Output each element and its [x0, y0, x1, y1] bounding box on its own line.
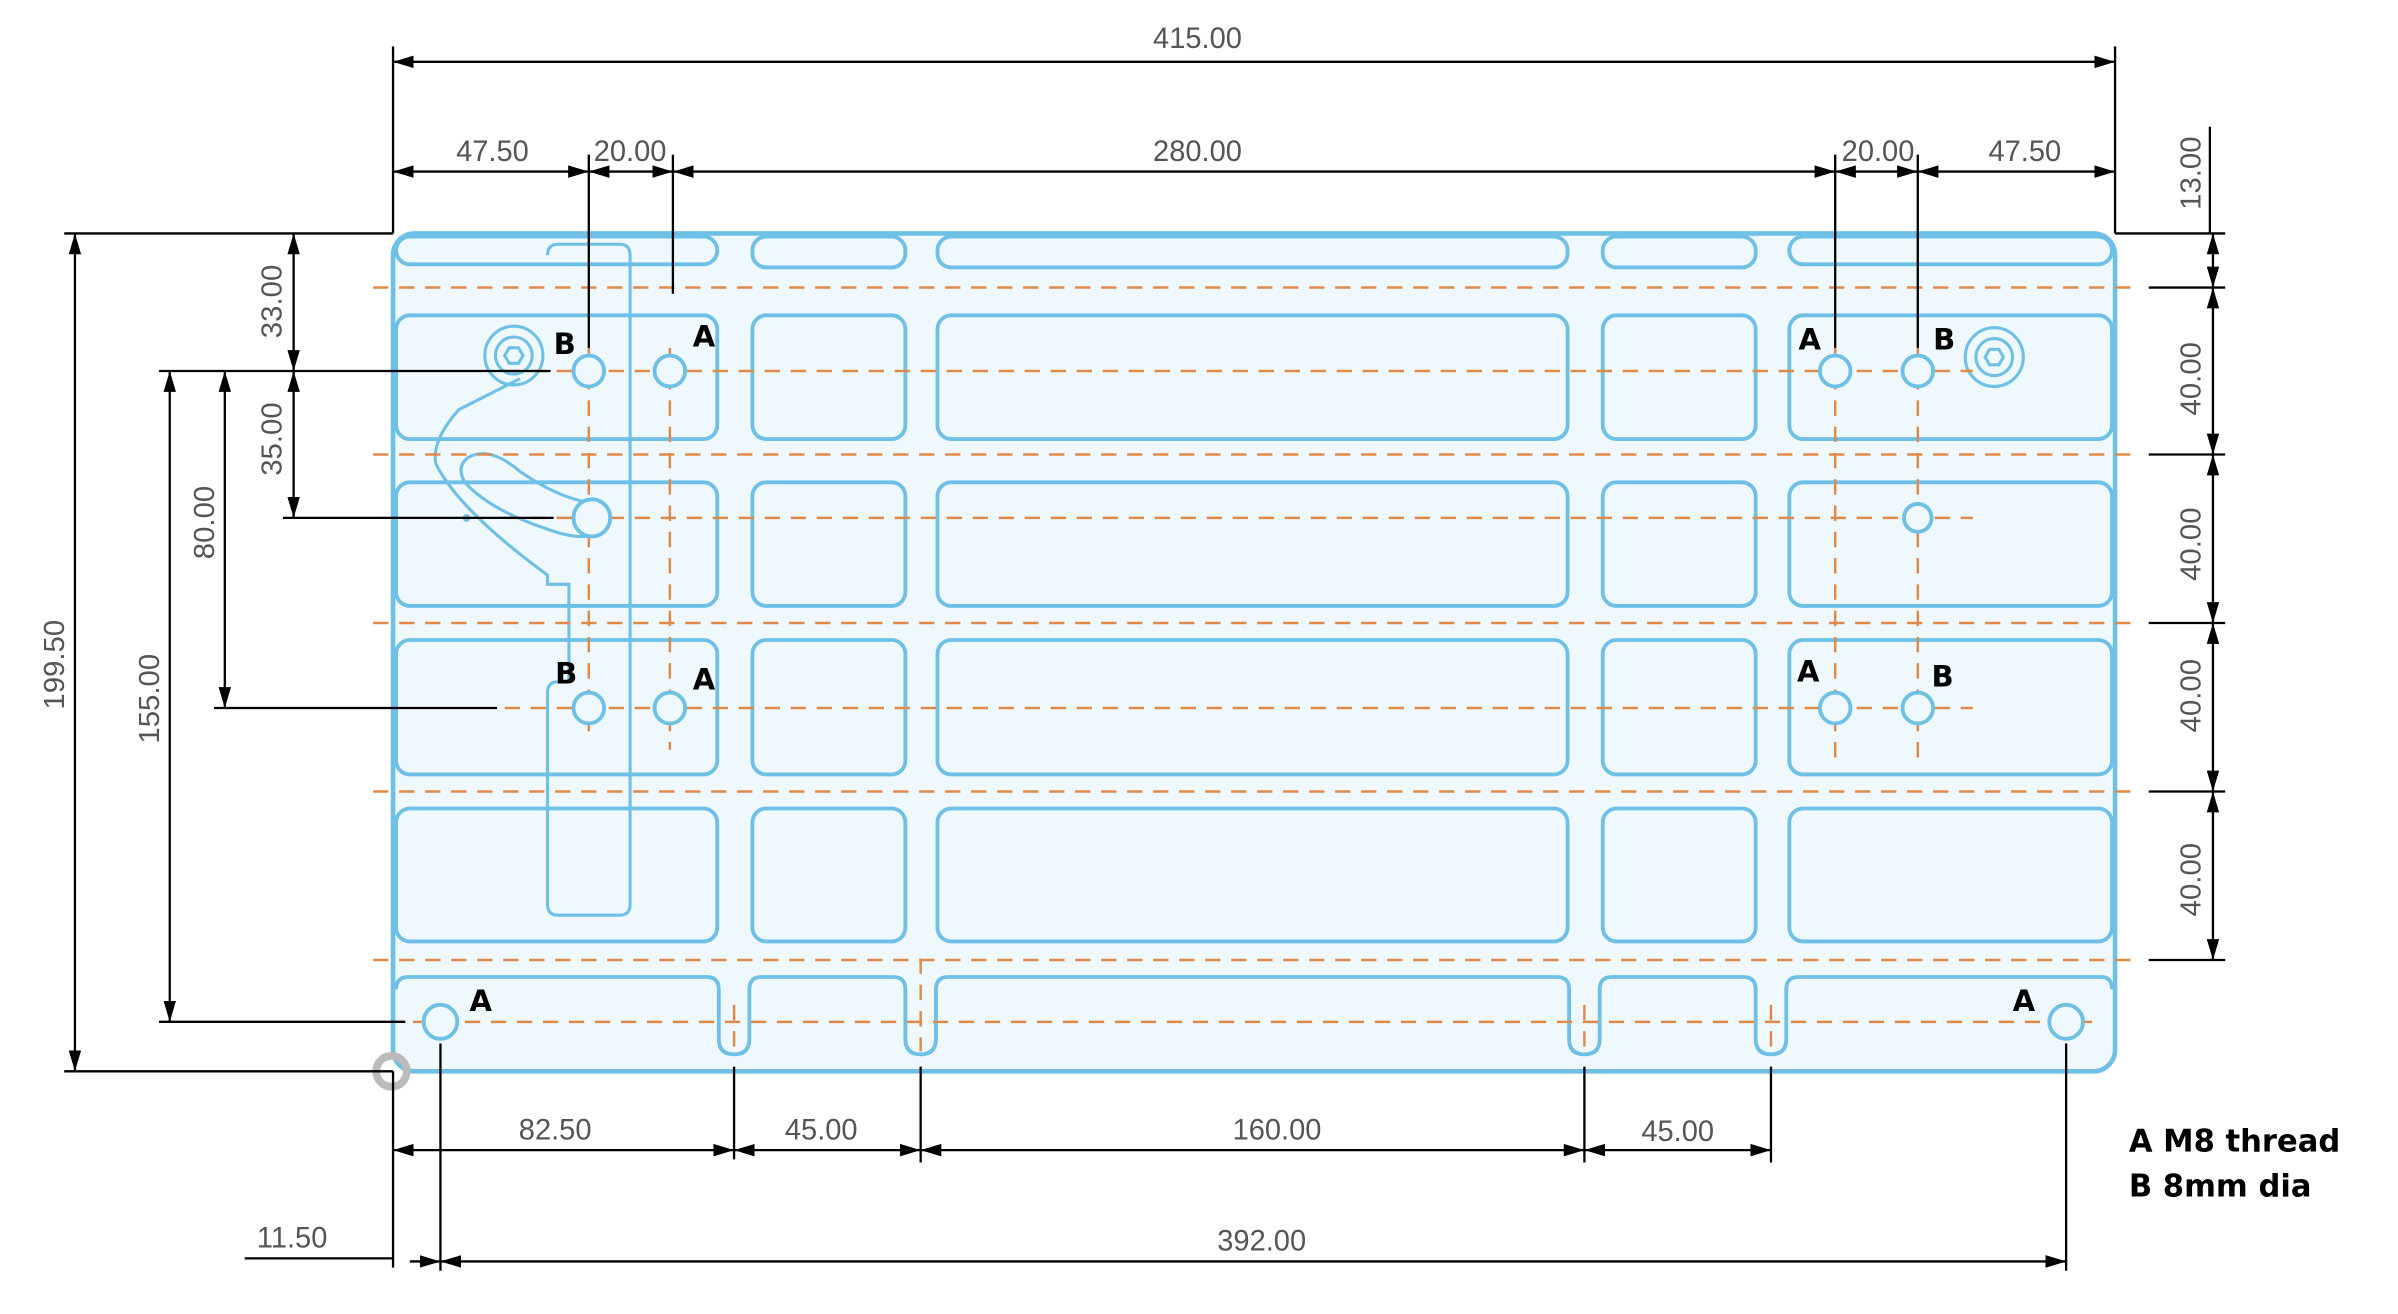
dim-bottom-slot-2: 45.00 [785, 1114, 858, 1146]
hole-label: A [1797, 655, 1820, 689]
pocket [1787, 480, 2114, 608]
hole-label: B [1932, 659, 1954, 693]
hex-nut-icon [502, 346, 525, 365]
pocket [1600, 234, 1758, 270]
dim-overall-width: 415.00 [1153, 23, 1242, 55]
hole-b [571, 353, 606, 389]
dim-top-middle: 280.00 [1153, 136, 1242, 168]
pocket [935, 313, 1570, 441]
bottom-rail [394, 975, 2114, 1057]
pocket [1600, 480, 1758, 608]
hole-label: B [554, 327, 576, 361]
dim-right-40: 40.00 [2176, 342, 2208, 415]
pocket [750, 480, 908, 608]
pocket [935, 234, 1570, 270]
pocket [1787, 234, 2114, 267]
hole-a [421, 1002, 460, 1041]
dim-bottom-hole-offset: 11.50 [257, 1222, 328, 1254]
hole-label: A [470, 984, 493, 1018]
pocket [1600, 313, 1758, 441]
hole-label: A [2013, 984, 2036, 1018]
bracket-outline [433, 242, 2025, 917]
dim-left-80: 80.00 [189, 486, 221, 559]
pocket [1600, 806, 1758, 944]
dim-hole-span: 155.00 [134, 654, 166, 744]
top-slot-row [394, 234, 2114, 270]
hole-label: B [1933, 322, 1955, 356]
dim-overall-height: 199.50 [39, 620, 71, 710]
pocket [750, 234, 908, 270]
dim-left-33: 33.00 [257, 265, 289, 338]
pocket-grid [394, 313, 2114, 944]
pocket [394, 313, 720, 441]
dim-top-left-edge: 47.50 [456, 136, 529, 168]
hole-label: B [555, 656, 577, 690]
dim-bottom-hole-span: 392.00 [1217, 1225, 1306, 1257]
dimension-lines [68, 55, 2220, 1268]
hole-b [1900, 353, 1935, 389]
dim-top-left-pitch: 20.00 [594, 136, 667, 168]
pocket [394, 806, 720, 944]
pocket [935, 480, 1570, 608]
bottom-slot-outline [394, 975, 2114, 1057]
hole-label: A [693, 319, 716, 353]
pocket [1787, 313, 2114, 441]
hole-a [2047, 1002, 2085, 1041]
knob-inner [493, 335, 534, 376]
legend-b: B 8mm dia [2129, 1168, 2312, 1204]
pocket [1787, 806, 2114, 944]
dimension-labels: 415.00 47.50 20.00 280.00 20.00 47.50 82… [39, 23, 2207, 1258]
hole-b [1900, 690, 1935, 726]
dim-left-35: 35.00 [257, 402, 289, 475]
hex-nut-icon [1983, 347, 2006, 367]
legend-a: A M8 thread [2129, 1124, 2340, 1160]
hole-label: A [1798, 322, 1821, 356]
dim-top-right-pitch: 20.00 [1842, 136, 1915, 168]
extension-lines [64, 46, 2226, 1271]
pocket [750, 313, 908, 441]
hole-label: A [693, 662, 716, 696]
dim-top-right-edge: 47.50 [1988, 136, 2061, 168]
dim-bottom-slot-4: 45.00 [1641, 1116, 1714, 1148]
pocket [394, 480, 720, 608]
holes [372, 353, 2085, 1091]
hole-labels: B A B A A B A B A A [470, 319, 2036, 1018]
dim-right-40: 40.00 [2176, 843, 2208, 916]
dim-right-13: 13.00 [2176, 136, 2208, 209]
pocket [935, 806, 1570, 944]
bracket-body [433, 242, 632, 917]
dim-right-40: 40.00 [2176, 659, 2208, 732]
hole-a [1817, 353, 1853, 389]
hole-a [652, 690, 688, 726]
pocket [394, 234, 720, 267]
knob-outer [483, 324, 545, 387]
dim-bottom-slot-1: 82.50 [519, 1114, 592, 1146]
hole-b [571, 690, 606, 726]
knob-right-outer [1963, 326, 2025, 389]
pocket [750, 806, 908, 944]
dimensions: 415.00 47.50 20.00 280.00 20.00 47.50 82… [39, 23, 2226, 1271]
hole-a [652, 353, 688, 389]
pocket [935, 638, 1570, 777]
dim-right-40: 40.00 [2176, 507, 2208, 580]
hole-b [571, 497, 613, 539]
mounting-plate: B A B A A B A B A A [372, 231, 2142, 1091]
hole-b [1902, 502, 1934, 534]
knob-right-inner [1974, 337, 2015, 378]
hole-a [1817, 690, 1853, 726]
hole-legend: A M8 thread B 8mm dia [2129, 1124, 2340, 1205]
dim-bottom-slot-3: 160.00 [1233, 1114, 1322, 1146]
